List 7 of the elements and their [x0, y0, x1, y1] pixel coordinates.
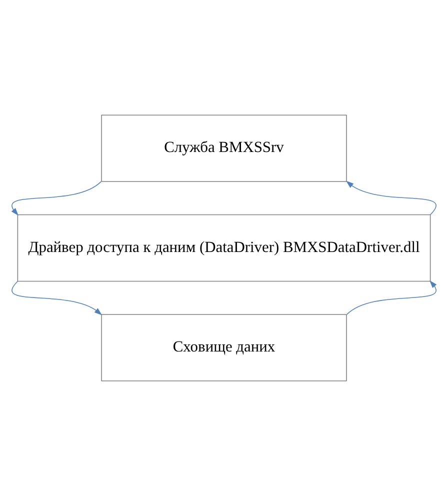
- node-box: Сховище даних: [101, 314, 347, 381]
- arrow: [346, 280, 437, 314]
- arrow: [12, 280, 102, 315]
- node-box: Служба BMXSSrv: [101, 114, 347, 182]
- arrow: [346, 180, 436, 215]
- arrow: [11, 180, 102, 216]
- node-box: Драйвер доступа к даним (DataDriver) BMXSDataDrtiver.dll: [17, 214, 431, 282]
